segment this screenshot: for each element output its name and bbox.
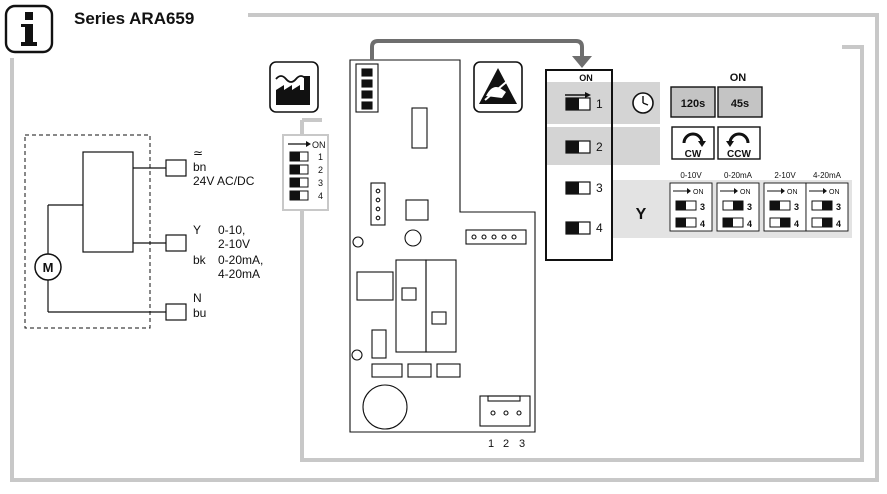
signal-mode-arrowhead [781,188,785,194]
dip-switch-large: ON [545,69,613,261]
signal-mode-switch-knob [822,201,832,210]
signal-mode-switch-number: 3 [700,202,705,212]
wire-bn-label: bn [193,160,206,174]
ccw-button: CCW [717,126,761,160]
dip-small-4: 4 [318,191,323,201]
signal-mode-on: ON [740,189,751,196]
svg-text:M: M [43,260,54,275]
signal-mode-switch-number: 4 [700,219,705,229]
time-45s-button: 45s [717,86,763,118]
info-icon [4,4,54,54]
signal-mode-switch-knob [676,201,686,210]
signal-mode-1: 0-10V ON 3 4 [669,171,713,232]
signal-mode-arrowhead [687,188,691,194]
svg-text:45s: 45s [731,98,749,110]
page-title: Series ARA659 [74,9,194,28]
svg-text:120s: 120s [681,98,705,110]
cw-button: CW [671,126,715,160]
signal-mode-3: 2-10V ON 3 4 [763,171,807,232]
switch-3-number: 3 [596,181,603,195]
signal-mode-arrowhead [734,188,738,194]
dip-small-3: 3 [318,178,323,188]
signal-mode-switch-number: 3 [747,202,752,212]
terminal-y [165,234,187,252]
switch-1-number: 1 [596,97,603,111]
dip-small-on: ON [312,140,326,150]
large-dip-on: ON [579,73,593,83]
signal-mode-switch-knob [822,218,832,227]
circuit-board [349,59,536,433]
dip-small-1: 1 [318,152,323,162]
terminal-n [165,303,187,321]
signal-mode-switch-knob [723,218,733,227]
motor-wiring: M ≃ bn 24V AC/DC Y 0-10, 2-10V bk 0-20mA… [24,134,263,329]
wire-bk-label: bk [193,253,207,267]
time-on-label: ON [730,72,747,84]
y-range-2: 2-10V [218,237,250,251]
y-range-4: 4-20mA [218,267,260,281]
y-range-1: 0-10, [218,223,245,237]
signal-mode-2: 0-20mA ON 3 4 [716,171,760,232]
y-range-3: 0-20mA, [218,253,263,267]
switch-2-number: 2 [596,140,603,154]
wire-n-label: N [193,291,202,305]
actuator-dashed-outline [24,134,151,329]
signal-mode-label: 0-10V [680,171,702,180]
dip-switch-small: ON 1 2 3 4 [282,134,329,211]
wire-y-label: Y [193,223,201,237]
board-terminal-3: 3 [519,438,525,450]
signal-mode-switch-number: 4 [836,219,841,229]
signal-mode-label: 4-20mA [813,171,842,180]
signal-mode-label: 2-10V [774,171,796,180]
dip-small-2: 2 [318,165,323,175]
signal-mode-switch-number: 3 [836,202,841,212]
signal-mode-switch-number: 4 [794,219,799,229]
motor-symbol: M [34,253,62,281]
signal-mode-on: ON [829,189,840,196]
terminal-bn [165,159,187,177]
supply-label: 24V AC/DC [193,174,255,188]
signal-mode-on: ON [787,189,798,196]
svg-text:CCW: CCW [727,149,751,160]
signal-mode-switch-knob [780,218,790,227]
svg-text:CW: CW [685,149,702,160]
rotate-ccw-icon [728,132,750,144]
signal-mode-label: 0-20mA [724,171,753,180]
signal-mode-arrowhead [823,188,827,194]
signal-mode-group: 0-10V ON 3 4 0-20mA ON 3 4 2-10V ON 3 4 4-20mA ON 3 4 [669,171,849,232]
zoom-arrow [370,39,592,68]
esd-warning-icon [473,61,523,113]
switch-4-number: 4 [596,221,603,235]
signal-mode-switch-number: 3 [794,202,799,212]
time-120s-button: 120s [670,86,716,118]
row-2-band [546,127,660,165]
signal-mode-switch-knob [733,201,743,210]
factory-settings-icon [269,61,319,113]
ac-dc-symbol: ≃ [193,146,203,160]
signal-y-label: Y [636,206,647,223]
signal-mode-on: ON [693,189,704,196]
signal-mode-switch-knob [770,201,780,210]
clock-icon [632,92,654,114]
signal-mode-4: 4-20mA ON 3 4 [805,171,849,232]
wire-bu-label: bu [193,306,206,320]
board-terminal-2: 2 [503,438,509,450]
outer-frame [10,13,879,482]
board-terminal-1: 1 [488,438,494,450]
rotate-cw-icon [682,132,704,144]
signal-mode-switch-number: 4 [747,219,752,229]
signal-mode-switch-knob [676,218,686,227]
control-block [82,151,134,253]
